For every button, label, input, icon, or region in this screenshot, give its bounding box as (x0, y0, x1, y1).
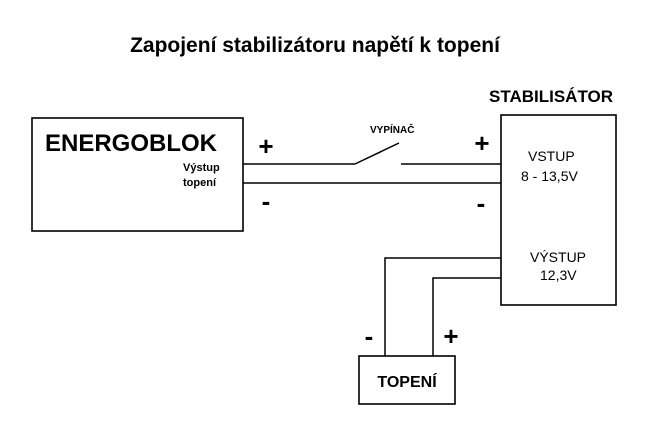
stabilizer-output-label: VÝSTUP (530, 249, 586, 265)
energoblok-label: ENERGOBLOK (45, 130, 218, 157)
stabilizer-box (500, 114, 617, 306)
output-negative-wire (384, 257, 501, 356)
stabilizer-plus-sign: + (474, 128, 489, 158)
switch-label: VYPÍNAČ (370, 123, 414, 136)
energoblok-box (31, 117, 244, 232)
energoblok-output-label-line2: topení (183, 177, 217, 189)
output-positive-wire (432, 277, 501, 356)
switch-lever (354, 142, 400, 165)
heater-box (358, 355, 456, 405)
stabilizer-label: STABILISÁTOR (489, 87, 613, 106)
heater-label: TOPENÍ (377, 372, 437, 391)
diagram-title: Zapojení stabilizátoru napětí k topení (130, 34, 501, 57)
stabilizer-output-voltage: 12,3V (540, 267, 577, 283)
stabilizer-input-label: VSTUP (528, 148, 575, 164)
energoblok-output-label-line1: Výstup (183, 162, 220, 174)
stabilizer-minus-sign: - (477, 188, 486, 218)
energoblok-plus-sign: + (258, 131, 273, 161)
energoblok-minus-sign: - (262, 186, 271, 216)
heater-minus-sign: - (365, 321, 374, 351)
heater-plus-sign: + (443, 321, 458, 351)
stabilizer-input-range: 8 - 13,5V (521, 168, 578, 184)
